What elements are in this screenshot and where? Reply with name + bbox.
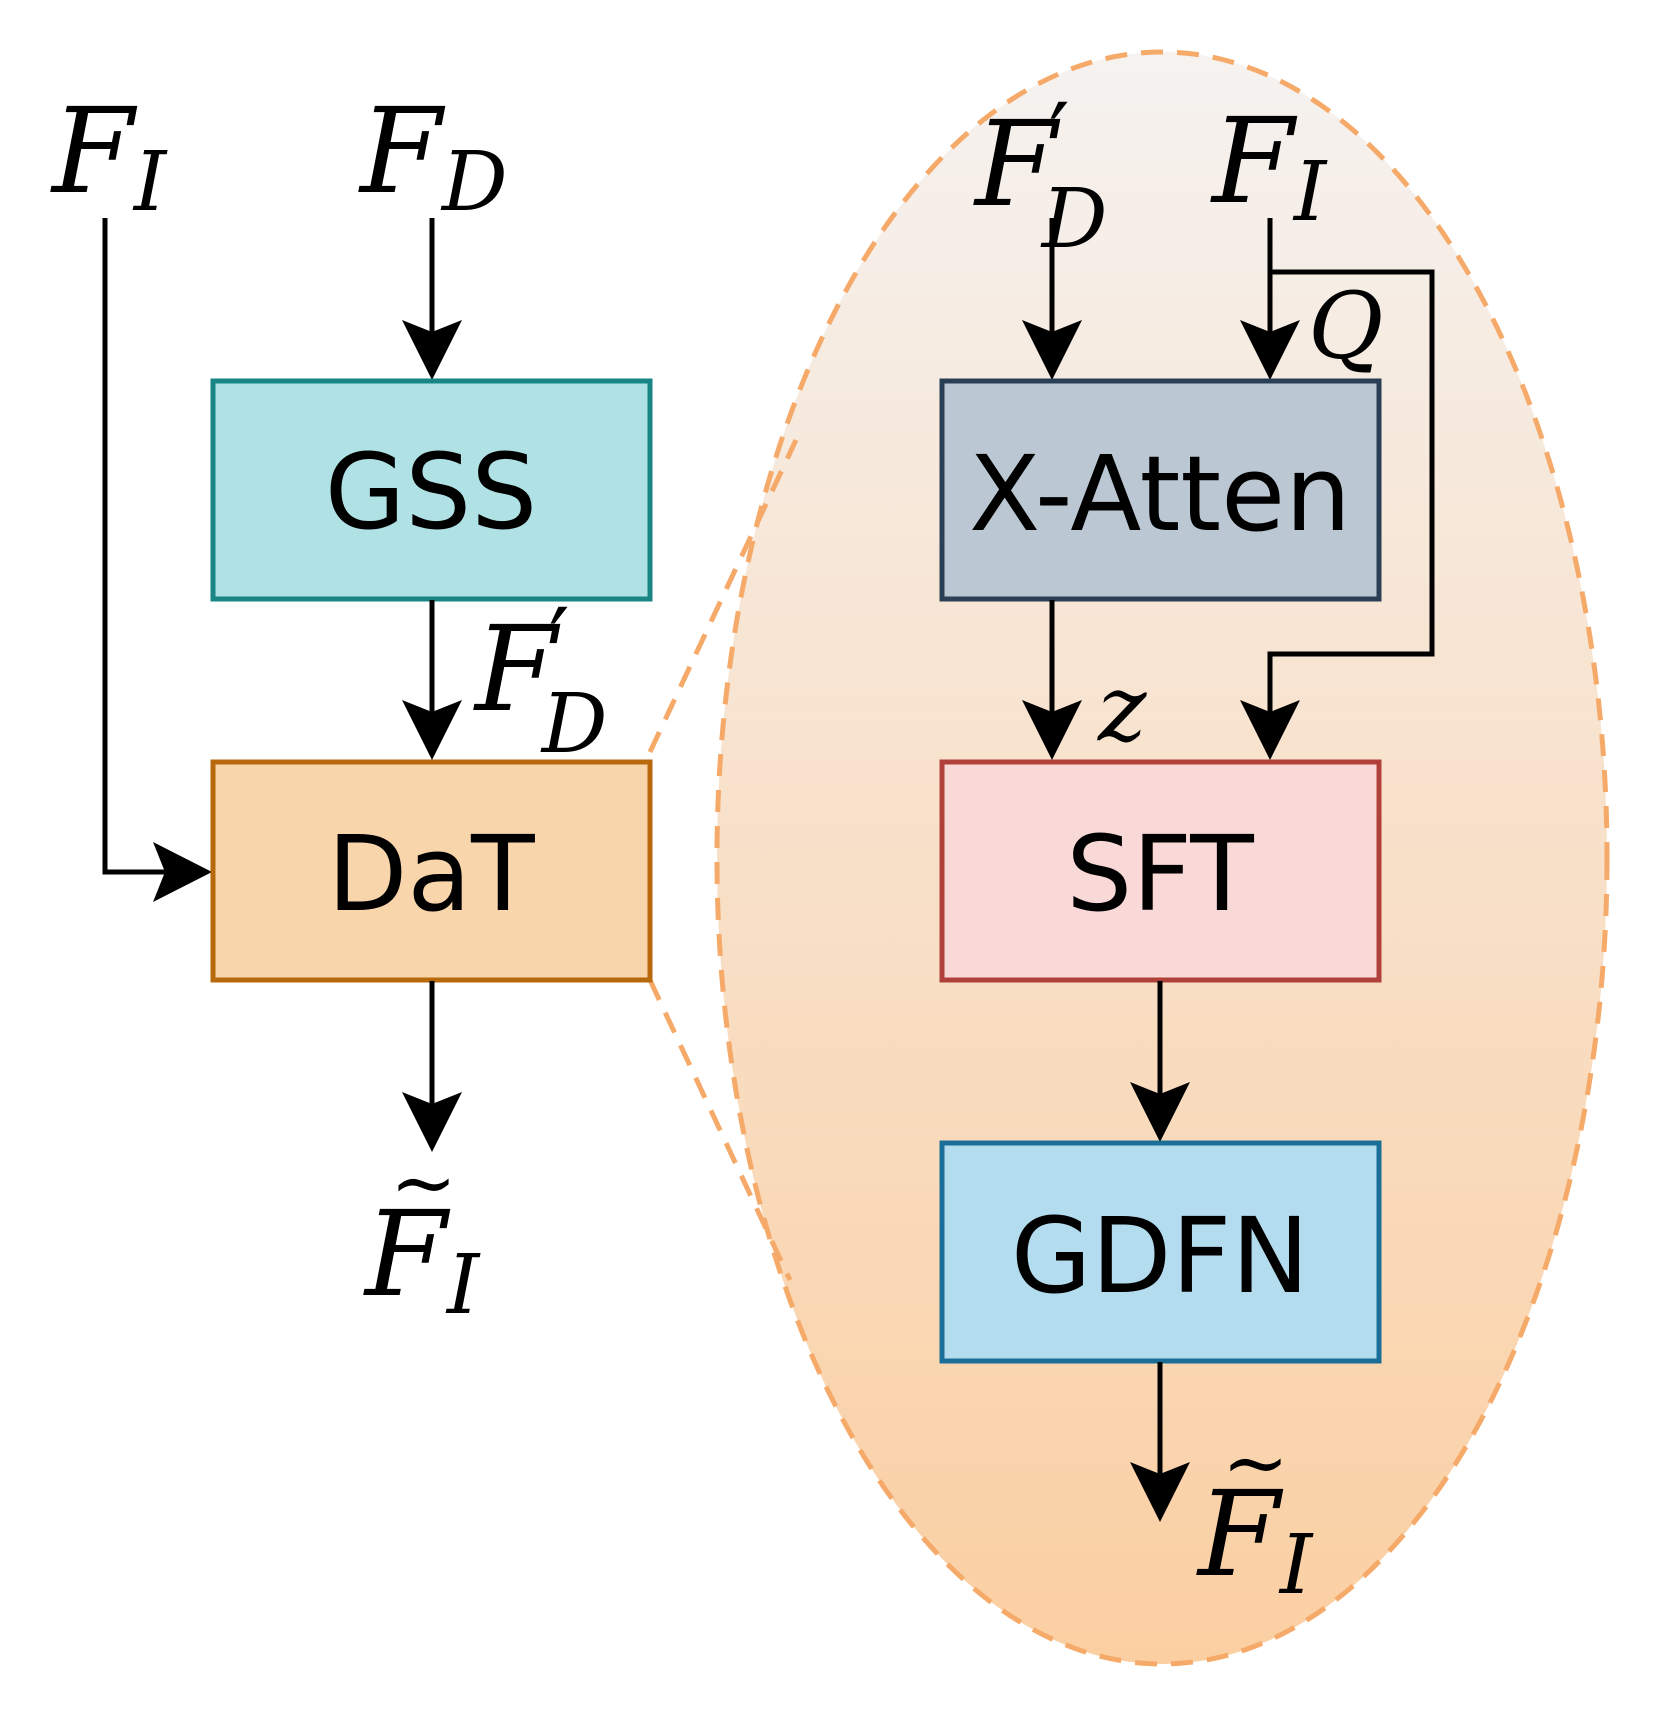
sft-to-gdfn-arrowhead <box>1130 1082 1190 1142</box>
gdfn-box <box>939 1140 1382 1364</box>
gss-box <box>210 378 653 602</box>
left-input-fd-label: FD <box>358 82 508 230</box>
fi-to-dat-arrow-line <box>102 218 168 875</box>
zoom-connector-top <box>647 438 799 754</box>
gss-label: GSS <box>325 431 538 553</box>
left-output-tilde: ~ <box>390 1136 457 1229</box>
sft-box <box>939 759 1382 983</box>
xatten-box <box>939 378 1382 602</box>
fi-to-dat-arrowhead <box>153 842 212 902</box>
dat-label: DaT <box>327 813 535 935</box>
detail-input-fi-label: FI <box>1210 92 1328 240</box>
left-output-fi-label: FI <box>363 1185 481 1333</box>
detail-output-fi-label: FI <box>1196 1465 1314 1613</box>
fd-to-gss-arrowhead <box>402 320 462 380</box>
zoom-connector-bottom <box>647 978 793 1282</box>
dat-box <box>210 759 653 983</box>
left-mid-fd-prime-label: F′D <box>473 589 608 772</box>
fi-bypass-to-sft-line <box>1267 269 1435 730</box>
fi-to-xatten-arrowhead <box>1240 320 1300 380</box>
detail-output-tilde: ~ <box>1222 1416 1289 1509</box>
gdfn-to-output-arrowhead <box>1130 1462 1190 1522</box>
dat-to-output-arrowhead <box>402 1092 462 1152</box>
detail-input-fd-prime-label: F′D <box>973 84 1108 267</box>
z-label: z <box>1097 655 1147 762</box>
xatten-label: X-Atten <box>969 433 1351 555</box>
sft-label: SFT <box>1066 813 1254 935</box>
xatten-to-sft-arrowhead <box>1022 700 1082 760</box>
gss-to-dat-arrowhead <box>402 700 462 760</box>
fd-prime-to-xatten-arrowhead <box>1022 320 1082 380</box>
q-label: Q <box>1308 273 1383 380</box>
fi-bypass-to-sft-arrowhead <box>1240 700 1300 760</box>
gdfn-label: GDFN <box>1011 1195 1309 1317</box>
left-input-fi-label: FI <box>50 82 168 230</box>
